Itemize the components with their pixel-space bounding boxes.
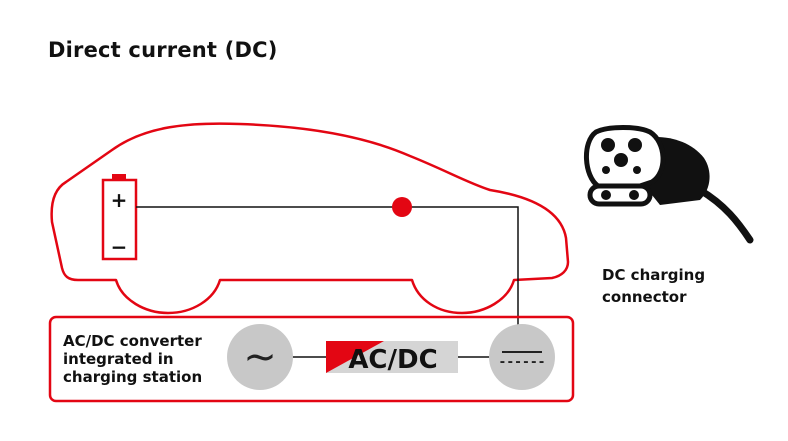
station-label-line: AC/DC converter [63, 332, 202, 350]
charge-point-dot [392, 197, 412, 217]
station-description: AC/DC converter integrated in charging s… [63, 332, 223, 386]
battery-wire [136, 206, 519, 326]
connector-description: DC charging connector [602, 264, 705, 308]
battery-plus-sign: + [111, 188, 128, 212]
battery-icon: + − [101, 174, 138, 261]
station-label-line: charging station [63, 368, 203, 386]
battery-minus-sign: − [111, 235, 128, 259]
ac-source-icon [227, 324, 293, 390]
car-outline [50, 122, 570, 315]
ac-dc-converter: AC/DC [326, 341, 458, 375]
dc-symbol: ------ [499, 355, 546, 370]
connector-label-line: connector [602, 288, 687, 306]
converter-label: AC/DC [348, 345, 437, 375]
dc-output-icon [489, 324, 555, 390]
charging-station-box [48, 315, 575, 403]
station-label-line: integrated in [63, 350, 174, 368]
connector-label-line: DC charging [602, 266, 706, 284]
dc-charging-connector-icon [583, 125, 754, 244]
diagram-title: Direct current (DC) [48, 38, 278, 62]
ac-symbol: ~ [243, 334, 277, 380]
